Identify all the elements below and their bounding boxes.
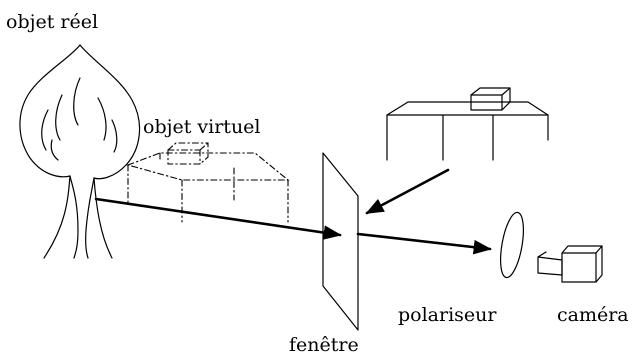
virtual-object-label: objet virtuel xyxy=(143,116,261,138)
table-icon xyxy=(386,101,549,161)
lens-icon xyxy=(500,211,524,279)
camera-icon xyxy=(537,245,603,283)
tree-icon xyxy=(19,44,141,259)
real-object-label: objet réel xyxy=(6,11,98,33)
ray-from-real-object xyxy=(94,197,342,240)
window-label: fenêtre xyxy=(289,334,359,356)
ray-from-table xyxy=(365,168,450,215)
virtual-object xyxy=(126,142,290,223)
ray-to-polarizer xyxy=(356,232,492,255)
box-icon xyxy=(470,87,511,111)
camera-label: caméra xyxy=(557,304,629,326)
polarizer-label: polariseur xyxy=(398,304,497,326)
window-pane xyxy=(322,152,359,331)
